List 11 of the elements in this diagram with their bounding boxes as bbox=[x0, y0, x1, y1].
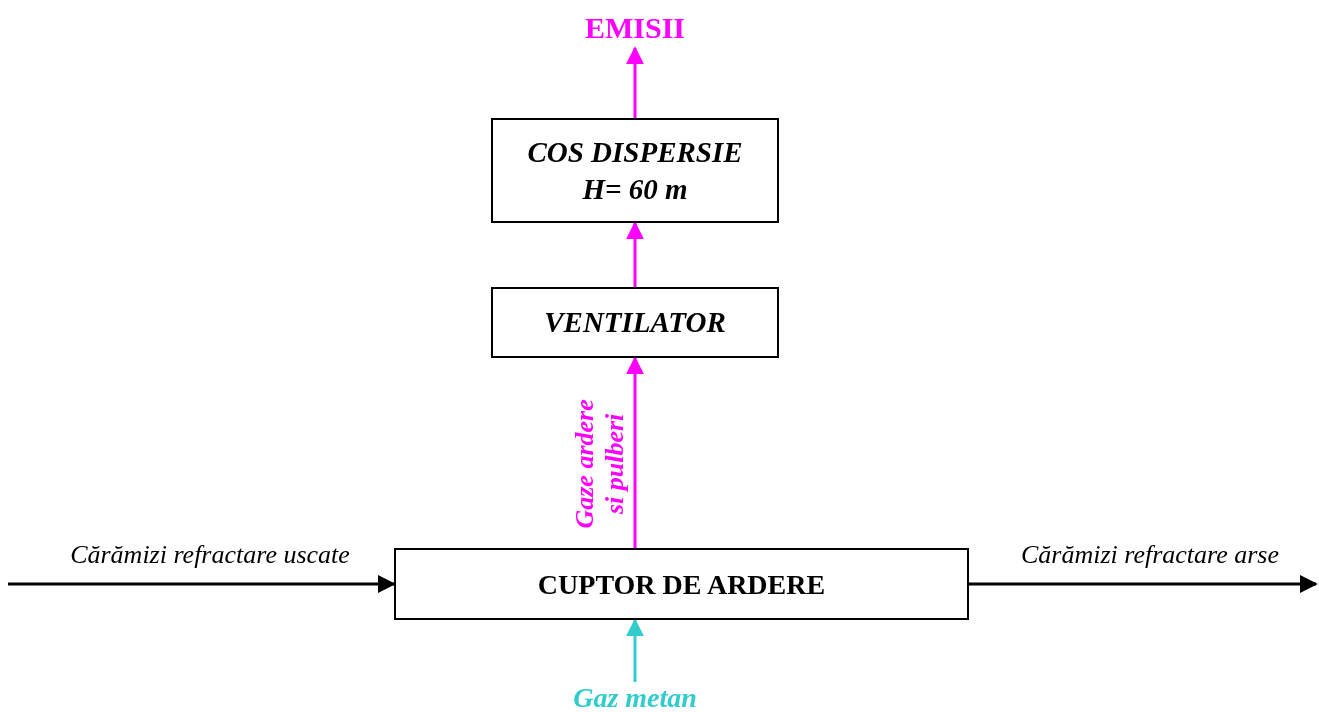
arrow bbox=[626, 356, 644, 548]
arrow bbox=[8, 575, 396, 593]
arrow bbox=[626, 618, 644, 682]
arrow bbox=[969, 575, 1318, 593]
arrow bbox=[626, 221, 644, 287]
flow-label: EMISII bbox=[575, 8, 695, 48]
flow-label: Gaz metan bbox=[545, 682, 725, 712]
process-box: VENTILATOR bbox=[491, 287, 779, 358]
process-box: COS DISPERSIE H= 60 m bbox=[491, 118, 779, 223]
arrow bbox=[626, 46, 644, 118]
process-box: CUPTOR DE ARDERE bbox=[394, 548, 969, 620]
